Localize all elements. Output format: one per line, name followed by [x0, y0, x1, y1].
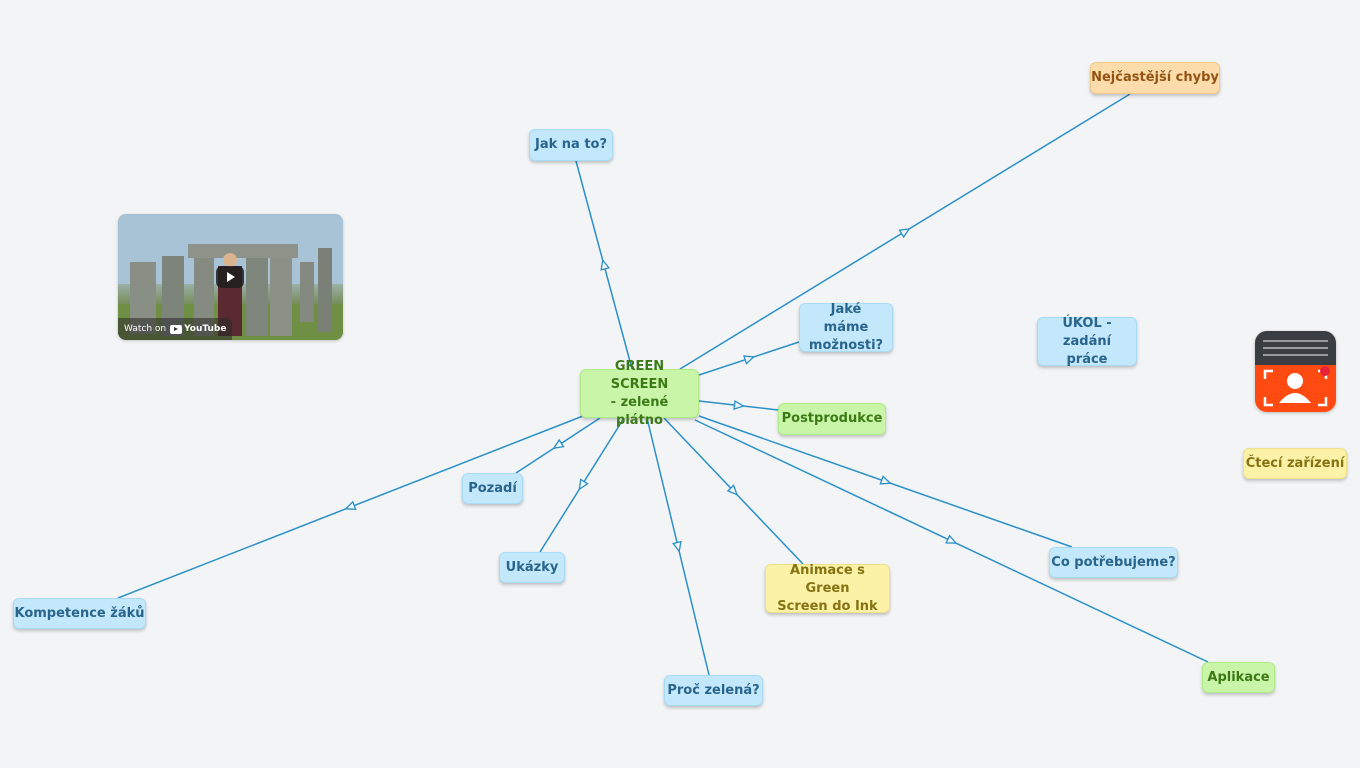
- arrow-jake-mame-moznosti: [743, 355, 756, 365]
- node-cteci-zarizeni[interactable]: Čtecí zařízení: [1243, 448, 1347, 479]
- node-pozadi[interactable]: Pozadí: [462, 473, 523, 504]
- node-ukol-zadani-prace[interactable]: ÚKOL - zadání práce: [1037, 316, 1137, 367]
- arrow-co-potrebujeme: [879, 475, 892, 485]
- node-ukazky[interactable]: Ukázky: [499, 552, 565, 583]
- node-nejcastejsi-chyby[interactable]: Nejčastější chyby: [1090, 62, 1220, 94]
- arrow-jak-na-to: [600, 258, 611, 271]
- node-animace-s-green-screen[interactable]: Animace s Green Screen do Ink: [765, 563, 890, 614]
- arrow-ukazky: [578, 478, 589, 491]
- play-icon[interactable]: [216, 266, 244, 288]
- node-proc-zelena[interactable]: Proč zelená?: [664, 675, 763, 706]
- node-jake-mame-moznosti[interactable]: Jaké máme možnosti?: [799, 302, 893, 353]
- arrow-kompetence-zaku: [344, 500, 357, 510]
- arrow-nejcastejsi-chyby: [898, 228, 911, 239]
- central-node-green-screen[interactable]: GREEN SCREEN - zelené plátno: [580, 359, 699, 428]
- node-aplikace[interactable]: Aplikace: [1202, 662, 1275, 693]
- watch-on-youtube-link[interactable]: Watch on YouTube: [118, 318, 233, 340]
- arrow-pozadi: [552, 438, 565, 450]
- node-kompetence-zaku[interactable]: Kompetence žáků: [13, 598, 146, 629]
- watch-on-label: Watch on: [124, 324, 167, 334]
- node-jak-na-to[interactable]: Jak na to?: [529, 129, 613, 161]
- youtube-brand-label: YouTube: [184, 324, 227, 334]
- arrow-aplikace: [945, 534, 958, 544]
- user-camera-icon[interactable]: [1255, 331, 1336, 412]
- youtube-video-thumbnail[interactable]: Watch on YouTube: [118, 214, 343, 340]
- node-co-potrebujeme[interactable]: Co potřebujeme?: [1049, 547, 1178, 578]
- youtube-logo-icon: YouTube: [170, 324, 226, 334]
- arrow-proc-zelena: [672, 540, 682, 553]
- arrow-animace: [726, 484, 739, 496]
- node-postprodukce[interactable]: Postprodukce: [778, 403, 886, 435]
- arrow-postprodukce: [733, 400, 746, 410]
